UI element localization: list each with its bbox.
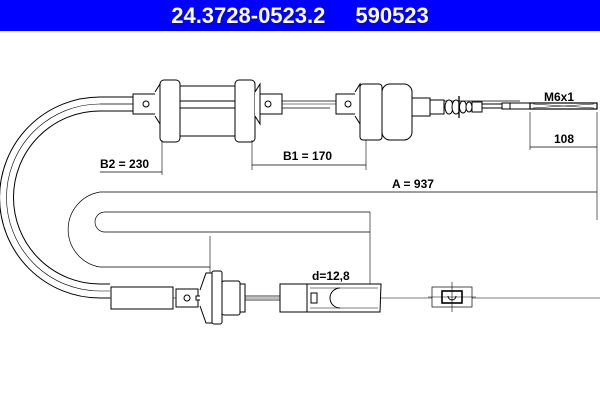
- damper-body: [159, 79, 261, 143]
- thread-length-label: 108: [554, 132, 574, 146]
- upper-left-ferrule: [132, 82, 161, 126]
- dimension-b1: B1 = 170: [251, 140, 367, 170]
- part-number: 24.3728-0523.2: [171, 2, 326, 28]
- right-ferrule: [335, 82, 361, 126]
- dimension-108: 108: [529, 112, 598, 220]
- cable-outer: [0, 96, 133, 299]
- cross-section-icon: [428, 282, 476, 312]
- dimension-a: A = 937: [67, 177, 597, 295]
- dimension-b2: B2 = 230: [100, 140, 163, 175]
- b1-label: B1 = 170: [283, 149, 332, 163]
- lower-fitting: [199, 270, 280, 325]
- diameter-label: d=12,8: [312, 269, 350, 283]
- end-pin: [279, 283, 382, 313]
- lower-sleeve: [110, 286, 205, 310]
- thread-label: M6x1: [544, 90, 574, 104]
- threaded-rod: [481, 102, 598, 110]
- technical-drawing: M6x1 108 B1 = 170 B2 = 230 A = 937: [0, 31, 600, 400]
- title-bar: 24.3728-0523.2 590523: [0, 0, 600, 31]
- end-fitting-housing: [359, 83, 431, 141]
- reference-number: 590523: [355, 2, 429, 28]
- middle-ferrule: [259, 93, 283, 115]
- a-label: A = 937: [392, 177, 434, 191]
- b2-label: B2 = 230: [100, 157, 149, 171]
- rubber-boot: [429, 96, 483, 118]
